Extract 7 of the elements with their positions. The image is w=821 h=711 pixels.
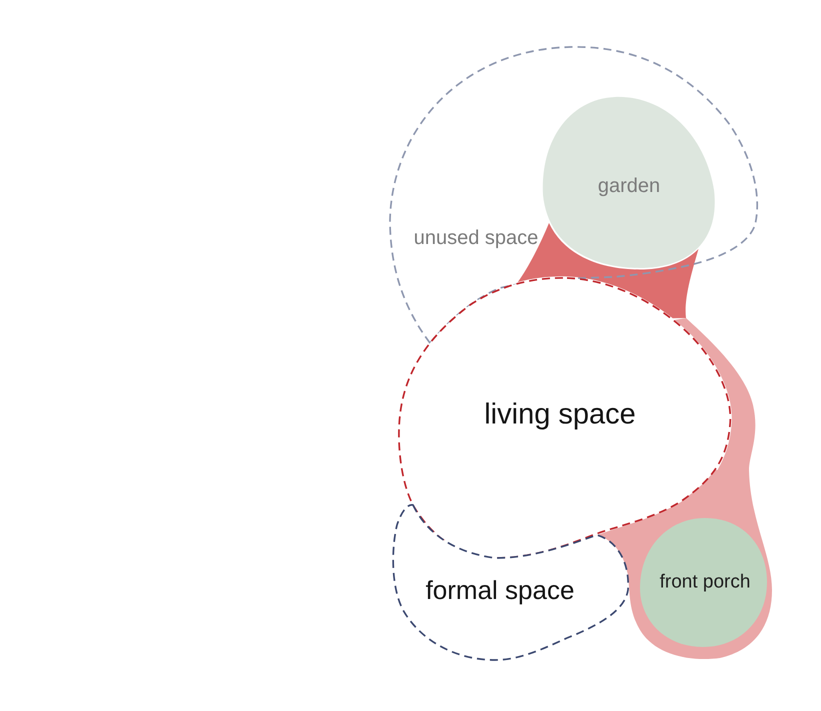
region-label: formal space [426,577,574,603]
connector-band [674,318,756,470]
region-label: front porch [660,572,750,592]
connector-band [518,223,698,318]
region-label: living space [484,400,636,430]
region-label: unused space [414,228,538,248]
region-label: garden [598,176,660,196]
